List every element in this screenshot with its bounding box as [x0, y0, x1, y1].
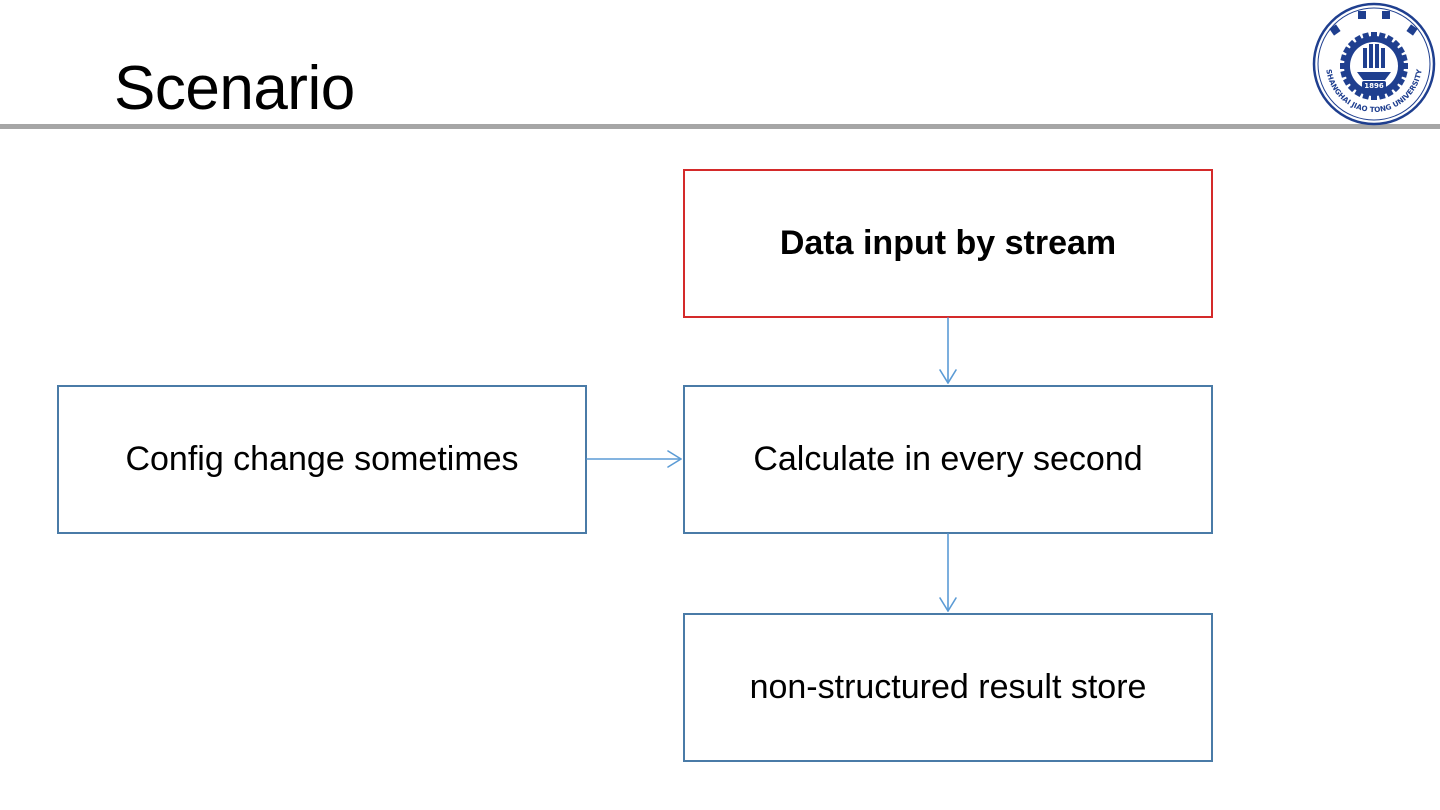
university-logo: SHANGHAI JIAO TONG UNIVERSITY 1896: [1312, 2, 1436, 126]
node-data-input: Data input by stream: [683, 169, 1213, 318]
svg-text:1896: 1896: [1364, 82, 1384, 90]
node-result-store: non-structured result store: [683, 613, 1213, 762]
arrow-config-to-calc: [586, 450, 682, 468]
node-config-change: Config change sometimes: [57, 385, 587, 534]
title-divider: [0, 124, 1440, 129]
node-calculate: Calculate in every second: [683, 385, 1213, 534]
arrow-input-to-calc: [939, 317, 957, 384]
page-title: Scenario: [114, 54, 355, 123]
arrow-calc-to-store: [939, 533, 957, 612]
